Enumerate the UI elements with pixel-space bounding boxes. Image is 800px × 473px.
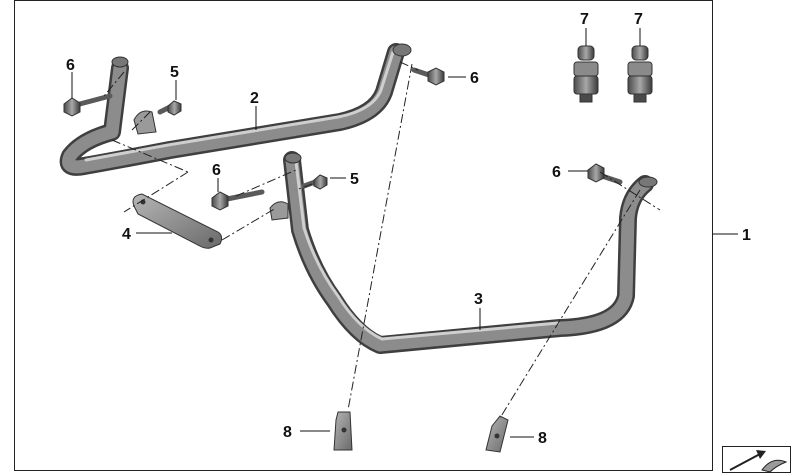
assembly-lines — [103, 61, 661, 419]
part-3-bar — [269, 151, 658, 354]
callout-6-middle: 6 — [212, 162, 221, 179]
callout-1: 1 — [742, 227, 751, 244]
bolt-5-middle — [301, 174, 328, 190]
callout-6-right: 6 — [552, 164, 561, 181]
bolt-6-upper-right — [411, 67, 445, 86]
bolt-6-middle — [211, 189, 265, 211]
callout-5-middle: 5 — [350, 171, 359, 188]
leader-lines — [71, 28, 738, 438]
callout-3: 3 — [474, 291, 483, 308]
part-7-knob-left — [573, 45, 599, 103]
callout-7-left: 7 — [580, 11, 589, 28]
part-2-bar — [59, 43, 412, 176]
bolt-6-right — [587, 163, 623, 185]
bolt-5-upper — [157, 100, 182, 116]
callout-4: 4 — [122, 226, 131, 243]
scissors-arrow-icon — [722, 446, 791, 473]
diagram-frame — [14, 0, 713, 471]
part-7-knob-right — [627, 45, 653, 103]
callout-8-right: 8 — [538, 430, 547, 447]
callout-7-right: 7 — [634, 11, 643, 28]
part-4-bracket — [132, 193, 223, 249]
callout-2: 2 — [250, 90, 259, 107]
part-8-clip-left — [333, 411, 353, 451]
part-8-clip-right — [485, 415, 509, 453]
callout-8-left: 8 — [283, 424, 292, 441]
callout-5-upper: 5 — [170, 64, 179, 81]
callout-6-upper-right: 6 — [470, 70, 479, 87]
callout-6-upper-left: 6 — [66, 57, 75, 74]
bolt-6-upper-left — [63, 93, 113, 117]
